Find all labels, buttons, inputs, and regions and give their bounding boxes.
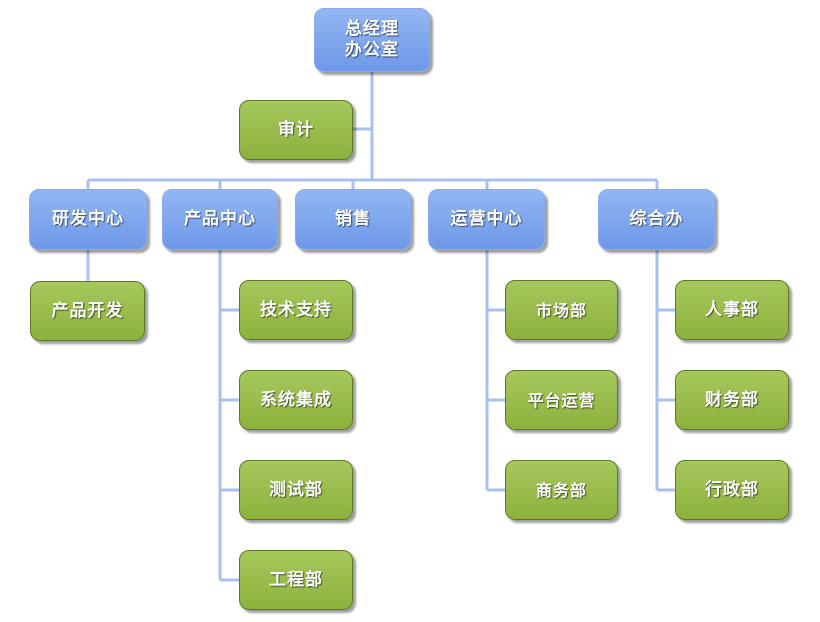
node-finance-dept: 财务部	[675, 370, 789, 430]
node-tech-support: 技术支持	[239, 280, 353, 340]
node-system-integration: 系统集成	[239, 370, 353, 430]
node-product-center: 产品中心	[162, 189, 278, 250]
node-testing-dept: 测试部	[239, 460, 353, 520]
node-gm-office-line1: 总经理	[345, 19, 399, 39]
node-general-office: 综合办	[598, 189, 715, 250]
node-marketing-dept: 市场部	[505, 280, 618, 340]
node-rd-center: 研发中心	[29, 189, 147, 250]
node-operations-center: 运营中心	[428, 189, 545, 250]
node-audit: 审计	[239, 100, 353, 160]
node-admin-dept: 行政部	[675, 460, 789, 520]
node-gm-office: 总经理 办公室	[314, 8, 430, 72]
node-platform-operations: 平台运营	[505, 370, 618, 430]
node-business-dept: 商务部	[505, 460, 618, 520]
node-engineering-dept: 工程部	[239, 550, 353, 610]
node-gm-office-line2: 办公室	[345, 40, 399, 60]
node-hr-dept: 人事部	[675, 280, 789, 340]
node-product-development: 产品开发	[30, 281, 145, 341]
node-sales: 销售	[295, 189, 411, 250]
